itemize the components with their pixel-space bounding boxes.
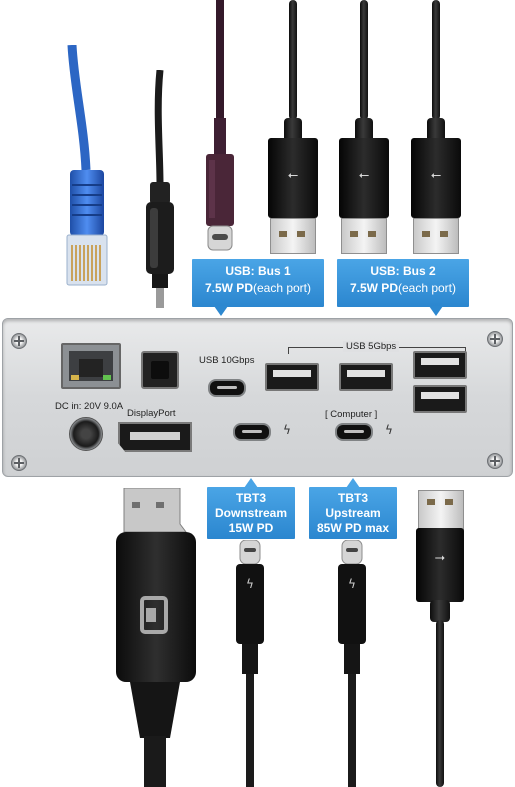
usb-5gbps-label: USB 5Gbps — [343, 341, 400, 352]
callout-tbt3-upstream-l2: Upstream — [325, 506, 381, 520]
displayport-label: DisplayPort — [127, 408, 176, 419]
usb-c-cable-purple — [206, 0, 234, 251]
optical-audio-port[interactable] — [141, 351, 179, 389]
callout-tbt3-downstream-l1: TBT3 — [236, 491, 266, 505]
usb-trident-icon: ⭢ — [434, 550, 446, 565]
callout-tbt3-downstream-l3: 15W PD — [228, 521, 274, 535]
dc-in-port[interactable] — [69, 417, 103, 451]
usb-a-port-1[interactable] — [265, 363, 319, 391]
ethernet-cable-graphic — [66, 45, 108, 286]
callout-tbt3-downstream: TBT3 Downstream 15W PD — [207, 478, 295, 539]
svg-text:ϟ: ϟ — [246, 577, 254, 591]
usb-trident-icon: ⭠ — [287, 168, 299, 183]
dc-in-label: DC in: 20V 9.0A — [55, 401, 124, 412]
optical-cable — [146, 70, 174, 308]
usb-c-10gbps-port[interactable] — [208, 379, 246, 397]
usb-10gbps-label: USB 10Gbps — [199, 355, 255, 366]
displayport-logo — [140, 596, 168, 634]
screw-top-right — [487, 331, 503, 347]
usb-trident-icon: ⭠ — [430, 168, 442, 183]
callout-usb-bus-1-pd: 7.5W PD — [204, 281, 253, 295]
usb-trident-icon: ⭠ — [358, 168, 370, 183]
callout-usb-bus-2-power: 7.5W PD(each port) — [337, 280, 469, 297]
thunderbolt-cable-upstream: ϟ — [338, 540, 366, 787]
callout-usb-bus-1-each: (each port) — [252, 281, 312, 295]
callout-usb-bus-2-pd: 7.5W PD — [349, 281, 398, 295]
callout-usb-bus-1: USB: Bus 1 7.5W PD(each port) — [192, 259, 324, 316]
callout-tbt3-downstream-l2: Downstream — [214, 506, 288, 520]
ethernet-port[interactable] — [61, 343, 121, 389]
displayport-port[interactable] — [118, 422, 192, 452]
thunderbolt-cable-downstream: ϟ — [236, 540, 264, 787]
thunderbolt-upstream-port[interactable] — [335, 423, 373, 441]
callout-usb-bus-1-power: 7.5W PD(each port) — [192, 280, 324, 297]
svg-text:ϟ: ϟ — [348, 577, 356, 591]
usb-a-port-2[interactable] — [339, 363, 393, 391]
callout-usb-bus-2-title: USB: Bus 2 — [370, 264, 436, 278]
callout-tbt3-upstream: TBT3 Upstream 85W PD max — [309, 478, 397, 539]
thunderbolt-icon: ϟ — [385, 423, 393, 437]
thunderbolt-icon: ϟ — [283, 423, 291, 437]
computer-label: [ Computer ] — [325, 409, 378, 420]
screw-bottom-left — [11, 455, 27, 471]
screw-top-left — [11, 333, 27, 349]
callout-usb-bus-2-each: (each port) — [397, 281, 457, 295]
displayport-cable — [116, 488, 196, 787]
callout-usb-bus-2: USB: Bus 2 7.5W PD(each port) — [337, 259, 469, 316]
screw-bottom-right — [487, 453, 503, 469]
dock-back-panel: DC in: 20V 9.0A DisplayPort USB 10Gbps U… — [2, 318, 513, 477]
usb-a-port-3[interactable] — [413, 351, 467, 379]
callout-tbt3-upstream-l3: 85W PD max — [316, 521, 390, 535]
callout-tbt3-upstream-l1: TBT3 — [338, 491, 368, 505]
usb-a-port-4[interactable] — [413, 385, 467, 413]
thunderbolt-downstream-port[interactable] — [233, 423, 271, 441]
callout-usb-bus-1-title: USB: Bus 1 — [225, 264, 291, 278]
